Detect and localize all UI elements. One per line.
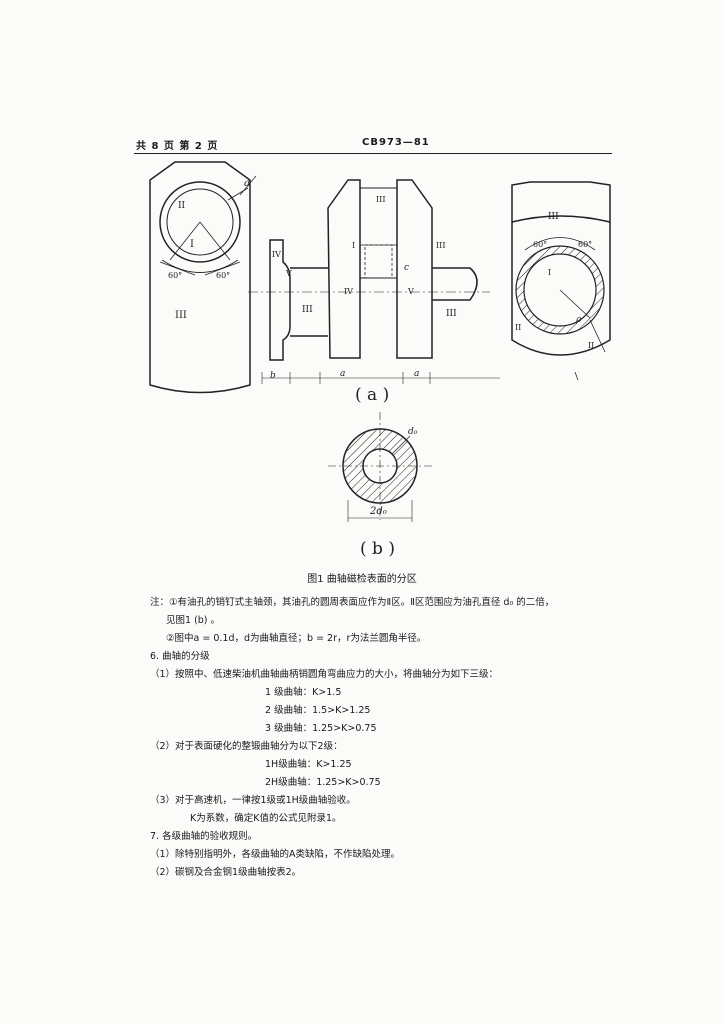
section-7-item-2: （2）碳钢及合金钢1级曲轴按表2。 xyxy=(150,867,302,878)
zone-label-I: I xyxy=(190,239,194,250)
note-1: 注：①有油孔的销钉式主轴颈，其油孔的圆周表面应作为Ⅱ区。Ⅱ区范围应为油孔直径 d… xyxy=(150,597,555,608)
dim-label-r: ρ xyxy=(575,315,582,325)
section-7-heading: 7. 各级曲轴的验收规则。 xyxy=(150,831,258,842)
zone-label-III-right-top: III xyxy=(548,212,559,222)
zone-label-V-mid: V xyxy=(407,287,414,296)
angle-label-left-a: 60° xyxy=(168,271,182,280)
zone-label-I-mid: I xyxy=(352,241,355,250)
zone-label-IV: IV xyxy=(272,250,281,259)
dim-label-d0: d₀ xyxy=(408,427,418,437)
section-6-item-3: （3）对于高速机，一律按1级或1H级曲轴验收。 xyxy=(150,795,356,806)
section-7-item-1: （1）除特别指明外，各级曲轴的A类缺陷，不作缺陷处理。 xyxy=(150,849,401,860)
angle-label-right-a: 60° xyxy=(533,240,547,249)
header-rule xyxy=(134,153,612,154)
grade-1h: 1H级曲轴：K>1.25 xyxy=(265,759,352,770)
zone-label-III-right: III xyxy=(436,241,445,250)
section-6-heading: 6. 曲轴的分级 xyxy=(150,651,210,662)
right-web-view xyxy=(511,181,611,381)
angle-label-left-b: 60° xyxy=(216,271,230,280)
zone-label-V: V xyxy=(285,269,292,278)
section-6-item-2: （2）对于表面硬化的整锻曲轴分为以下2级： xyxy=(150,741,343,752)
left-web-view xyxy=(149,161,257,394)
zone-label-IV-mid: IV xyxy=(344,287,353,296)
grade-2: 2 级曲轴：1.5>K>1.25 xyxy=(265,705,371,716)
zone-label-II-right-b: II xyxy=(588,341,594,350)
document-code: CB973—81 xyxy=(362,137,430,148)
figure-label-b: ( b ) xyxy=(360,539,395,559)
zone-label-III: III xyxy=(175,310,187,321)
dim-label-a-mid: a xyxy=(340,369,345,379)
page-info: 共 8 页 第 2 页 xyxy=(136,141,219,152)
angle-label-right-b: 60° xyxy=(578,240,592,249)
grade-2h: 2H级曲轴：1.25>K>0.75 xyxy=(265,777,381,788)
zone-label-III-mid: III xyxy=(302,305,313,315)
zone-label-I-right: I xyxy=(548,268,551,277)
figure-label-a: ( a ) xyxy=(355,385,389,405)
note-2: ②图中a = 0.1d，d为曲轴直径；b = 2r，r为法兰圆角半径。 xyxy=(166,633,427,644)
section-6-item-1: （1）按照中、低速柴油机曲轴曲柄销圆角弯曲应力的大小，将曲轴分为如下三级： xyxy=(150,669,499,680)
dim-label-c: c xyxy=(404,263,409,273)
k-note: K为系数，确定K值的公式见附录1。 xyxy=(190,813,342,824)
zone-label-II: II xyxy=(178,201,186,211)
grade-3: 3 级曲轴：1.25>K>0.75 xyxy=(265,723,377,734)
dim-label-a: a xyxy=(244,178,250,189)
zone-label-II-right: II xyxy=(515,323,521,332)
body-text: 注：①有油孔的销钉式主轴颈，其油孔的圆周表面应作为Ⅱ区。Ⅱ区范围应为油孔直径 d… xyxy=(150,594,620,882)
zone-label-III-shaft: III xyxy=(446,309,457,319)
dim-label-b: b xyxy=(270,371,276,381)
figure-caption: 图1 曲轴磁检表面的分区 xyxy=(307,574,417,585)
dim-label-a-right: a xyxy=(414,369,419,379)
zone-label-III-top: III xyxy=(376,195,385,204)
note-1-cont: 见图1 (b) 。 xyxy=(166,615,221,626)
grade-1: 1 级曲轴：K>1.5 xyxy=(265,687,342,698)
dim-label-2d0: 2d₀ xyxy=(369,506,387,517)
oil-hole-section xyxy=(328,412,432,522)
middle-crank-view xyxy=(248,179,500,384)
